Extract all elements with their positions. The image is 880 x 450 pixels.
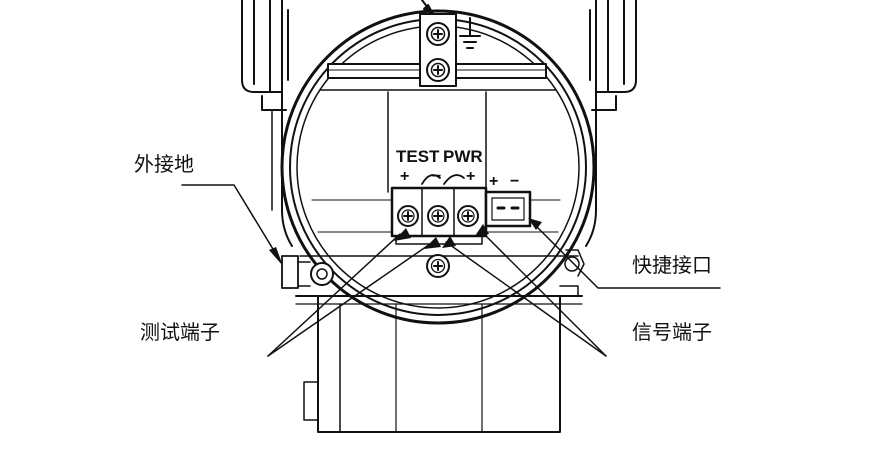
phillips-screw-icon bbox=[426, 22, 450, 46]
housing-body bbox=[271, 9, 597, 247]
leader-external-ground bbox=[181, 184, 283, 266]
external-ground-nut bbox=[281, 255, 334, 289]
test-label: TEST bbox=[396, 147, 440, 166]
leader-test-terminals bbox=[267, 228, 441, 357]
phillips-screw-icon bbox=[427, 205, 449, 227]
terminal-jumper-arcs bbox=[421, 174, 465, 185]
pwr-polarity: + bbox=[466, 168, 475, 185]
connector-minus: − bbox=[510, 173, 519, 190]
phillips-screw-icon bbox=[457, 205, 479, 227]
quick-connector bbox=[484, 190, 532, 228]
leader-signal-terminals bbox=[442, 224, 607, 357]
ground-symbol-icon bbox=[459, 17, 481, 49]
right-conduit-housing bbox=[591, 0, 637, 111]
external-ground-label: 外接地 bbox=[134, 152, 194, 176]
left-conduit-housing bbox=[241, 0, 287, 111]
phillips-screw-icon bbox=[397, 205, 419, 227]
phillips-screw-icon bbox=[426, 254, 450, 278]
ground-screw-arrow bbox=[421, 0, 434, 15]
quick-connector-label: 快捷接口 bbox=[632, 253, 712, 277]
leader-quick-connector bbox=[528, 218, 721, 289]
connector-plus: + bbox=[489, 173, 498, 190]
shared-polarity: − bbox=[432, 168, 441, 185]
test-polarity: + bbox=[400, 168, 409, 185]
phillips-screw-icon bbox=[426, 58, 450, 82]
test-terminals-label: 测试端子 bbox=[140, 320, 220, 344]
pwr-label: PWR bbox=[443, 147, 483, 166]
signal-terminals-label: 信号端子 bbox=[632, 320, 712, 344]
lower-body bbox=[303, 285, 579, 433]
